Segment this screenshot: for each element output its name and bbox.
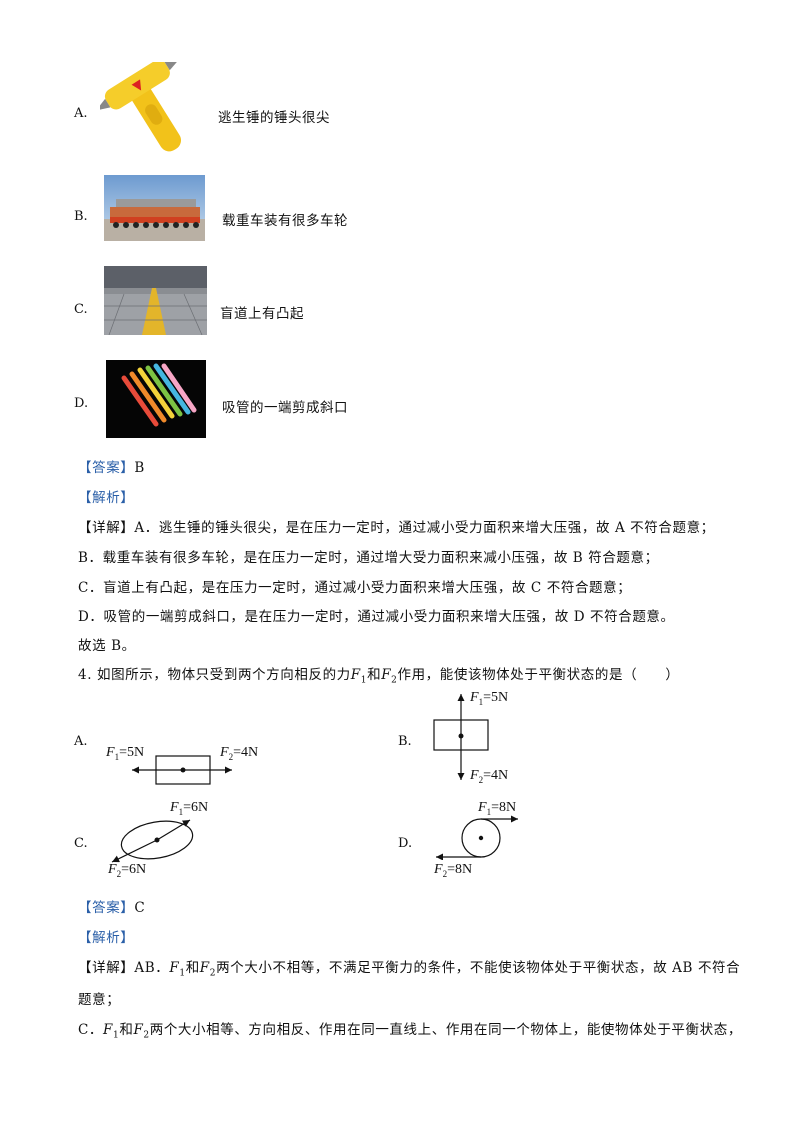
option-a-letter: A. [74,106,88,121]
f-symbol: F [106,745,115,760]
b-f2-label: F2=4N [470,768,508,785]
option-c-letter: C. [74,302,88,317]
q4-option-d-letter: D. [398,836,413,851]
detail-text: 两个大小相等、方向相反、作用在同一直线上、作用在同一个物体上，能使物体处于平衡状… [149,1022,742,1038]
f-sub: 2 [143,1030,150,1041]
tactile-paving-image [104,266,207,335]
answer-value: B [134,460,145,476]
q3-detail-line-2: B．载重车装有很多车轮，是在压力一定时，通过增大受力面积来减小压强，故 B 符合… [78,550,659,566]
d-f1-value: =8N [491,800,517,815]
f-sub: 2 [391,675,398,686]
f-sub: 1 [178,806,184,817]
f-symbol: F [470,768,479,783]
d-f2-label: F2=8N [434,862,472,879]
q4-analysis-tag: 【解析】 [78,930,135,946]
q3-answer: 【答案】B [78,456,145,476]
q3-detail-line-1: 【详解】A．逃生锤的锤头很尖，是在压力一定时，通过减小受力面积来增大压强，故 A… [78,516,715,536]
f-symbol: F [434,862,443,877]
stem-pre: 4. 如图所示，物体只受到两个方向相反的力 [78,667,351,683]
f-symbol: F [108,862,117,877]
straws-image [106,360,206,438]
q3-analysis-tag: 【解析】 [78,490,135,506]
option-a-text: 逃生锤的锤头很尖 [218,110,330,126]
q4-option-b-letter: B. [398,734,412,749]
f-symbol: F [478,800,487,815]
a-f2-label: F2=4N [220,745,258,762]
c-f2-value: =6N [121,862,147,877]
q4-detail-line-2: 题意； [78,992,121,1008]
force-diagram-a [132,755,232,785]
q4-answer: 【答案】C [78,896,145,916]
b-f1-label: F1=5N [470,690,508,707]
detail-text: A．逃生锤的锤头很尖，是在压力一定时，通过减小受力面积来增大压强，故 A 不符合… [134,520,715,536]
option-b-letter: B. [74,209,88,224]
f-symbol: F [133,1022,144,1038]
c-f2-label: F2=6N [108,862,146,879]
option-b-text: 载重车装有很多车轮 [222,213,348,229]
answer-tag: 【答案】 [78,900,135,916]
f-symbol: F [199,960,210,976]
f-sub: 1 [179,968,186,979]
force-diagram-b [433,694,489,780]
d-f1-label: F1=8N [478,800,516,817]
q4-option-a-letter: A. [74,734,88,749]
f-symbol: F [220,745,229,760]
f-symbol: F [103,1022,113,1038]
q4-detail-line-3: C．F1和F2两个大小相等、方向相反、作用在同一直线上、作用在同一个物体上，能使… [78,1018,742,1041]
stem-post: 作用，能使该物体处于平衡状态的是（ ） [397,667,680,683]
f-symbol: F [169,960,180,976]
detail-text: 两个大小不相等，不满足平衡力的条件，不能使该物体处于平衡状态，故 AB 不符合 [216,960,741,976]
c-f1-label: F1=6N [170,800,208,817]
escape-hammer-image [100,62,210,156]
a-f2-value: =4N [233,745,259,760]
option-c-text: 盲道上有凸起 [220,306,304,322]
d-f2-value: =8N [447,862,473,877]
f-symbol: F [350,667,361,683]
detail-tag: 【详解】 [78,520,135,536]
q4-option-c-letter: C. [74,836,88,851]
detail-text: AB． [134,960,170,976]
f-symbol: F [470,690,479,705]
option-d-letter: D. [74,396,89,411]
answer-tag: 【答案】 [78,460,135,476]
detail-text: C． [78,1022,104,1038]
q3-detail-line-3: C．盲道上有凸起，是在压力一定时，通过减小受力面积来增大压强，故 C 不符合题意… [78,580,632,596]
f-sub: 1 [478,696,484,707]
b-f1-value: =5N [483,690,509,705]
q3-detail-line-4: D．吸管的一端剪成斜口，是在压力一定时，通过减小受力面积来增大压强，故 D 不符… [78,609,675,625]
f-sub: 1 [360,675,368,686]
detail-text: 和 [185,960,200,976]
f-sub: 2 [442,868,448,879]
force-diagram-c [111,819,194,863]
q4-detail-line-1: 【详解】AB．F1和F2两个大小不相等，不满足平衡力的条件，不能使该物体处于平衡… [78,956,740,979]
f-sub: 2 [478,774,484,785]
detail-tag: 【详解】 [78,960,135,976]
b-f2-value: =4N [483,768,509,783]
f-sub: 1 [113,1030,120,1041]
c-f1-value: =6N [183,800,209,815]
f-sub: 2 [209,968,217,979]
f-sub: 2 [116,868,122,879]
q4-stem: 4. 如图所示，物体只受到两个方向相反的力F1和F2作用，能使该物体处于平衡状态… [78,663,679,686]
q3-detail-line-5: 故选 B。 [78,638,136,654]
f-sub: 1 [486,806,492,817]
force-diagram-d [436,815,518,860]
a-f1-label: F1=5N [106,745,144,762]
detail-text: 和 [119,1022,134,1038]
f-sub: 2 [228,751,234,762]
stem-mid: 和 [367,667,382,683]
f-symbol: F [170,800,179,815]
f-symbol: F [381,667,392,683]
a-f1-value: =5N [119,745,145,760]
option-d-text: 吸管的一端剪成斜口 [222,400,348,416]
f-sub: 1 [114,751,120,762]
heavy-truck-image [104,175,205,241]
answer-value: C [134,900,146,916]
